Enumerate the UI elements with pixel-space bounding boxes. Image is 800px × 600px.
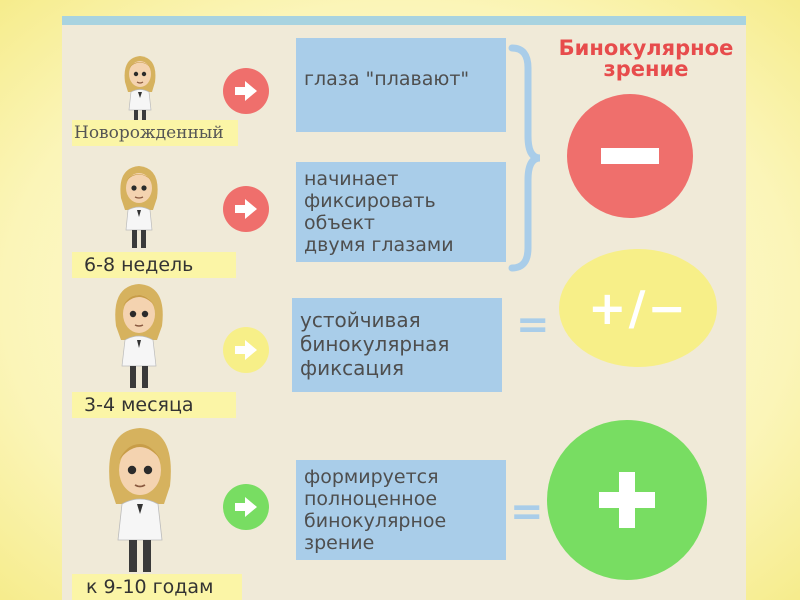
infographic-panel: Новорожденный глаза "плавают" 6-8 недель…	[62, 16, 746, 600]
age-label-weeks: 6-8 недель	[72, 252, 236, 278]
result-plus-circle	[547, 420, 707, 580]
minus-icon	[601, 148, 659, 164]
arrow-right-icon	[235, 81, 257, 101]
description-months: устойчивая бинокулярная фиксация	[292, 298, 502, 392]
arrow-right-icon	[235, 340, 257, 360]
arrow-years	[223, 484, 269, 530]
equals-sign-months: =	[516, 302, 550, 348]
equals-sign-years: =	[510, 489, 544, 535]
description-newborn: глаза "плавают"	[296, 38, 506, 132]
curly-brace-icon	[508, 44, 541, 272]
plus-icon	[599, 472, 655, 528]
top-bar	[62, 16, 746, 25]
description-years: формируется полноценное бинокулярное зре…	[296, 460, 506, 560]
result-minus-circle	[567, 94, 693, 218]
description-weeks: начинает фиксировать объект двумя глазам…	[296, 162, 506, 262]
arrow-newborn	[223, 68, 269, 114]
arrow-weeks	[223, 186, 269, 232]
arrow-months	[223, 327, 269, 373]
age-label-years: к 9-10 годам	[72, 574, 242, 600]
weeks-figure-icon	[120, 166, 158, 248]
years-figure-icon	[109, 428, 171, 572]
arrow-right-icon	[235, 199, 257, 219]
arrow-right-icon	[235, 497, 257, 517]
plus-minus-label: +/−	[588, 281, 688, 335]
age-label-newborn: Новорожденный	[72, 120, 238, 146]
months-figure-icon	[115, 284, 163, 388]
binocular-vision-title: Бинокулярное зрение	[558, 36, 734, 81]
newborn-figure-icon	[124, 56, 156, 124]
age-label-months: 3-4 месяца	[72, 392, 236, 418]
result-plus-minus-circle: +/−	[559, 249, 717, 367]
